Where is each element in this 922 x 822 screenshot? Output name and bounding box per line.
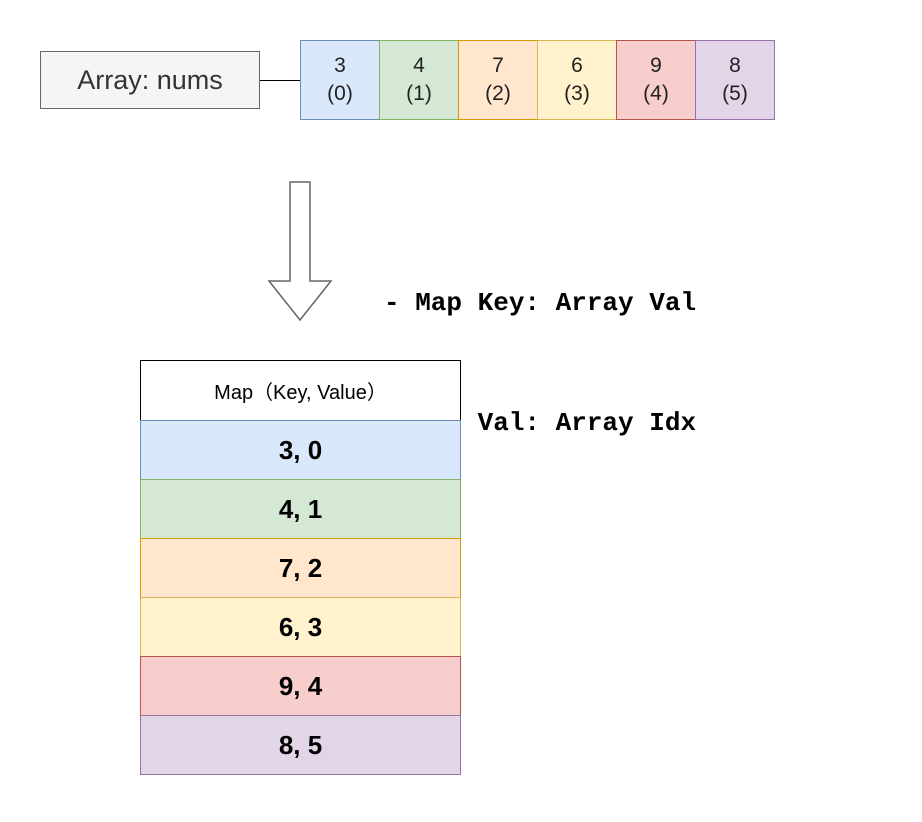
map-row: 8, 5 [140, 715, 461, 775]
map-table: Map（Key, Value） 3, 0 4, 1 7, 2 6, 3 9, 4… [140, 360, 461, 775]
array-cell: 9 (4) [616, 40, 696, 120]
map-row-text: 3, 0 [278, 434, 323, 465]
map-row: 6, 3 [140, 597, 461, 657]
array-cell-value: 7 [492, 53, 504, 77]
map-row-text: 4, 1 [278, 493, 323, 524]
map-row-text: 6, 3 [278, 611, 323, 642]
array-cell: 6 (3) [537, 40, 617, 120]
note-map-key: - Map Key: Array Val [384, 288, 697, 318]
map-header: Map（Key, Value） [140, 360, 461, 421]
array-cell-value: 6 [571, 53, 583, 77]
map-row: 9, 4 [140, 656, 461, 716]
array-cell: 3 (0) [300, 40, 380, 120]
down-arrow-icon [267, 181, 333, 322]
array-cells: 3 (0) 4 (1) 7 (2) 6 (3) 9 (4) 8 (5) [300, 40, 780, 120]
array-cell-index: (3) [564, 82, 590, 105]
array-cell-value: 8 [729, 53, 741, 77]
array-cell-index: (0) [327, 82, 353, 105]
map-row-text: 9, 4 [278, 670, 323, 701]
array-cell: 7 (2) [458, 40, 538, 120]
array-cell-index: (1) [406, 82, 432, 105]
array-cell: 4 (1) [379, 40, 459, 120]
map-row-text: 7, 2 [278, 552, 323, 583]
array-cell-value: 9 [650, 53, 662, 77]
map-row: 3, 0 [140, 420, 461, 480]
array-connector-line [260, 80, 301, 81]
array-cell-index: (4) [643, 82, 669, 105]
map-row: 4, 1 [140, 479, 461, 539]
array-cell-index: (5) [722, 82, 748, 105]
array-label-text: Array: nums [77, 64, 223, 95]
array-cell-value: 3 [334, 53, 346, 77]
array-cell-index: (2) [485, 82, 511, 105]
map-header-text: Map（Key, Value） [214, 382, 387, 404]
array-label: Array: nums [40, 51, 260, 109]
array-cell-value: 4 [413, 53, 425, 77]
map-row: 7, 2 [140, 538, 461, 598]
array-cell: 8 (5) [695, 40, 775, 120]
map-row-text: 8, 5 [278, 729, 323, 760]
